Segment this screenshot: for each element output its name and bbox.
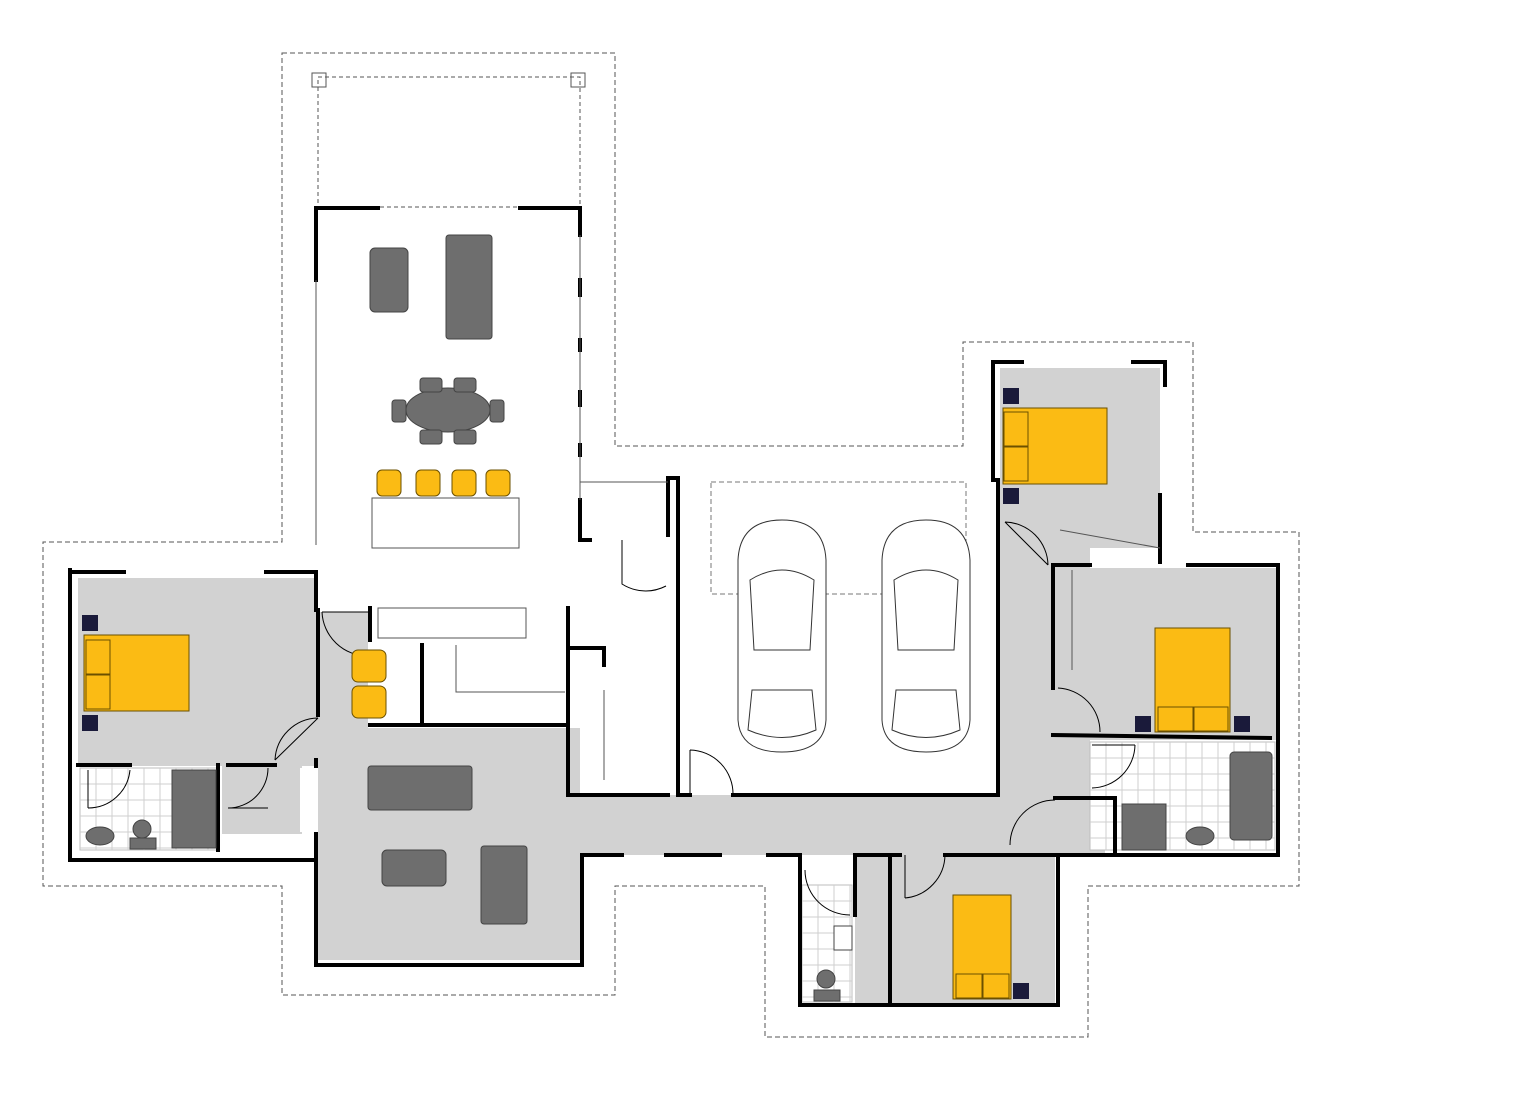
- dining-chair: [391, 399, 407, 423]
- beds: [83, 407, 1231, 1000]
- roof-outline: [42, 52, 1300, 1038]
- dining-table-icon: [405, 387, 491, 433]
- sink-icon: [1185, 826, 1215, 846]
- door-swing-icon: [622, 540, 666, 584]
- ensuite-1-floor: [222, 766, 302, 834]
- dining-chair: [419, 377, 443, 393]
- thin-lines: [300, 235, 1161, 832]
- door-swings: [87, 521, 1136, 916]
- pergola-outline: [317, 76, 581, 208]
- toilet-icon: [129, 837, 157, 850]
- dining-chair: [453, 429, 477, 445]
- stool-icon: [415, 469, 441, 497]
- dining-chair: [489, 399, 505, 423]
- bed-icon: [1002, 407, 1108, 485]
- bedside-tables: [82, 388, 1250, 999]
- furniture: [85, 234, 1273, 1002]
- bed-icon: [952, 894, 1012, 1000]
- toilet-icon: [816, 969, 836, 989]
- sofa-icon: [367, 765, 473, 811]
- door-swing-icon: [227, 767, 269, 809]
- car-icon: [737, 519, 827, 753]
- dining-chair: [419, 429, 443, 445]
- bed-icon: [83, 634, 190, 712]
- ottoman-icon: [369, 247, 409, 313]
- stools: [351, 469, 511, 719]
- cars: [737, 519, 971, 753]
- pergola-post: [311, 72, 327, 88]
- bathtub-icon: [1229, 751, 1273, 841]
- door-swing-icon: [87, 769, 131, 809]
- door-swing-icon: [1091, 744, 1136, 789]
- door-swing-icon: [904, 854, 946, 899]
- door-swing-icon: [689, 749, 734, 796]
- door-swing-icon: [1009, 799, 1056, 846]
- door-swing-icon: [621, 540, 667, 592]
- sink-icon: [833, 925, 853, 951]
- stool-icon: [376, 469, 402, 497]
- pergola-post: [570, 72, 586, 88]
- door-swing-icon: [1004, 521, 1049, 566]
- dining-chair: [453, 377, 477, 393]
- shower-icon: [171, 769, 217, 849]
- chair-icon: [351, 649, 387, 683]
- sink-icon: [85, 826, 115, 846]
- door-swing-icon: [804, 869, 851, 916]
- chair-icon: [351, 685, 387, 719]
- sofa-icon: [480, 845, 528, 925]
- ottoman-icon: [381, 849, 447, 887]
- car-icon: [881, 519, 971, 753]
- living-floor: [318, 728, 580, 960]
- toilet-icon: [813, 989, 841, 1002]
- shower-icon: [1121, 803, 1167, 851]
- stool-icon: [451, 469, 477, 497]
- stool-icon: [485, 469, 511, 497]
- walls: [68, 206, 1280, 1007]
- bed-icon: [1154, 627, 1231, 733]
- door-swing-icon: [1057, 687, 1101, 733]
- door-swing-icon: [274, 717, 319, 761]
- toilet-icon: [132, 819, 152, 839]
- sofa-icon: [445, 234, 493, 340]
